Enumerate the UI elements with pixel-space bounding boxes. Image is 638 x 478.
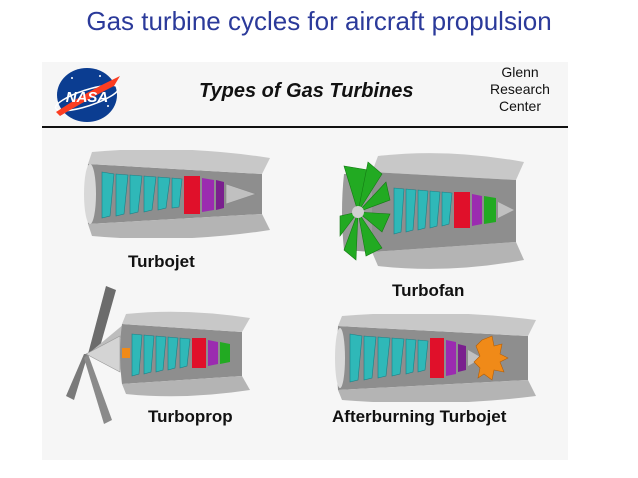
diagram-title: Types of Gas Turbines: [199, 80, 414, 102]
diagram-panel: NASA Types of Gas Turbines Glenn Researc…: [42, 62, 568, 460]
nasa-logo: NASA: [54, 68, 120, 122]
glenn-research-center: Glenn Research Center: [476, 64, 564, 115]
afterburning-turbojet-diagram: [335, 314, 536, 402]
turboprop-label: Turboprop: [148, 407, 233, 426]
afterburning-turbojet-label: Afterburning Turbojet: [332, 407, 507, 426]
turbojet-label: Turbojet: [128, 252, 195, 271]
nasa-logo-text: NASA: [66, 89, 109, 106]
turboprop-diagram: [66, 286, 250, 424]
center-line-1: Glenn: [501, 64, 539, 80]
turbofan-diagram: [339, 153, 524, 269]
header-divider: [42, 126, 568, 128]
slide-title: Gas turbine cycles for aircraft propulsi…: [86, 6, 552, 36]
center-line-3: Center: [498, 98, 542, 114]
center-line-2: Research: [490, 81, 550, 97]
turbofan-label: Turbofan: [392, 281, 465, 300]
turbojet-diagram: [84, 150, 270, 238]
